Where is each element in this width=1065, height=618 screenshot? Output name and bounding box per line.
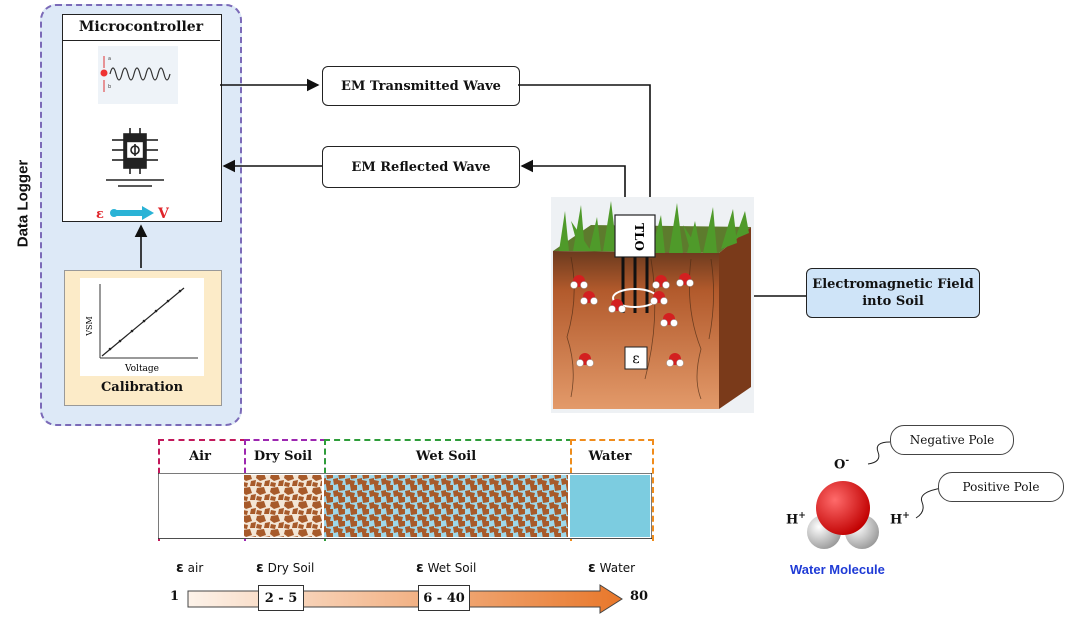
range-wet-soil: 6 - 40	[418, 585, 470, 611]
em-field-box: Electromagnetic Field into Soil	[806, 268, 980, 318]
permittivity-arrow	[187, 584, 623, 614]
permittivity-max: 80	[630, 589, 649, 604]
oxygen-label: O-	[834, 456, 850, 473]
probe-rods	[621, 257, 649, 313]
hydrogen-right-label: H+	[890, 511, 910, 528]
em-reflected-wave-box: EM Reflected Wave	[322, 146, 520, 188]
wet-soil-fill	[324, 475, 568, 537]
voltage-symbol: V	[157, 206, 170, 220]
soil-epsilon-box	[624, 346, 648, 370]
soil-epsilon: ε	[632, 351, 639, 367]
epsilon-dry-soil: ε Dry Soil	[256, 560, 315, 576]
range-dry-soil: 2 - 5	[258, 585, 304, 611]
calibration-label: Calibration	[100, 380, 184, 395]
segment-air-label: Air	[189, 448, 211, 464]
permittivity-min: 1	[170, 589, 180, 604]
epsilon-wet-soil: ε Wet Soil	[416, 560, 477, 576]
water-molecule-label: Water Molecule	[790, 562, 885, 577]
sine-wave-icon	[100, 56, 171, 92]
hydrogen-left-label: H+	[786, 511, 806, 528]
negative-pole-label: Negative Pole	[890, 425, 1014, 455]
segment-wet-soil-label: Wet Soil	[415, 448, 477, 464]
positive-pole-label: Positive Pole	[938, 472, 1064, 502]
epsilon-water: ε Water	[588, 560, 636, 576]
dry-soil-fill	[244, 475, 322, 537]
probe-label: TLO	[632, 223, 646, 251]
epsilon-symbol: ε	[96, 207, 104, 220]
grass	[559, 201, 749, 253]
microcontroller-title: Microcontroller	[62, 14, 220, 41]
signal-label-a: a	[108, 56, 111, 62]
calibration-y-axis: VSM	[85, 316, 94, 336]
epsilon-air: ε air	[176, 560, 204, 576]
soil-water-molecules	[570, 273, 694, 367]
water-molecule-icon	[807, 481, 879, 549]
conversion-arrow-icon	[110, 206, 154, 220]
transmit-to-probe-arrow	[518, 84, 657, 213]
media-strip	[158, 473, 652, 539]
em-transmitted-wave-box: EM Transmitted Wave	[322, 66, 520, 106]
segment-water-label: Water	[588, 448, 632, 464]
calibration-plot: VSM Voltage	[80, 278, 204, 376]
pole-pointers	[867, 441, 943, 519]
soil-cross-section: TLO ε	[551, 197, 754, 413]
water-fill	[570, 475, 650, 537]
segment-dry-soil-label: Dry Soil	[253, 448, 313, 464]
signal-label-b: b	[108, 84, 111, 90]
calibration-x-axis: Voltage	[124, 364, 159, 374]
microcontroller-content: a b ε V	[96, 46, 178, 220]
chip-icon	[106, 128, 164, 187]
